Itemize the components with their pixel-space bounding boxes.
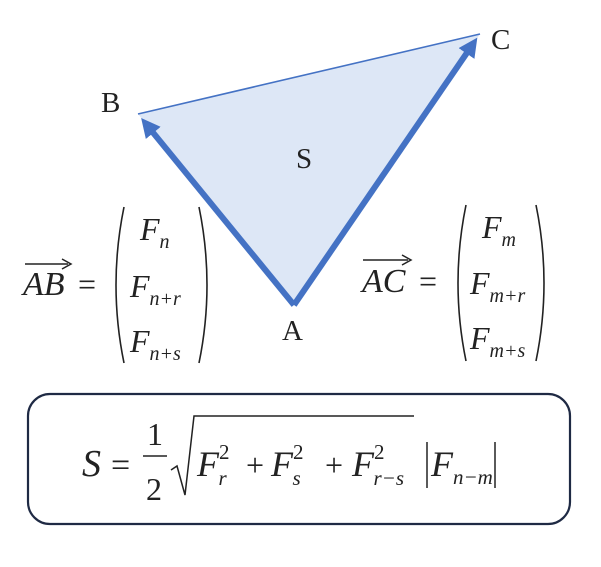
vector-ac-entry-1-base: F — [481, 209, 502, 245]
vector-ab-entry-1-sub: n — [160, 231, 170, 253]
formula-term-1-sup: 2 — [219, 440, 230, 464]
vector-ac-entry-3-sub: m+s — [490, 340, 526, 362]
vector-ab-equals: = — [78, 266, 96, 302]
vector-ac-name: AC — [360, 263, 406, 300]
formula-term-1-sub: r — [219, 466, 228, 490]
svg-text:F2s: F2s — [270, 440, 304, 490]
formula-term-3-sub: r−s — [374, 466, 405, 490]
vector-ab-overline-arrowhead — [61, 258, 73, 270]
formula-term-2-base: F — [270, 444, 294, 484]
formula-radical-sign — [170, 415, 414, 496]
vector-ac-entry-2-sub: m+r — [490, 285, 526, 307]
svg-text:Fn+r: Fn+r — [129, 268, 181, 310]
formula-plus-2: + — [325, 447, 343, 483]
vertex-label-b: B — [101, 87, 120, 119]
vector-ab-entry-2-base: F — [129, 268, 150, 304]
svg-text:Fn: Fn — [139, 211, 170, 253]
vector-ab-left-paren — [115, 206, 125, 364]
svg-text:Fn−m: Fn−m — [430, 444, 493, 489]
vector-ab-name: AB — [21, 266, 65, 303]
edge-bc — [137, 33, 481, 115]
formula-plus-1: + — [246, 447, 264, 483]
vector-ab-right-paren — [198, 206, 208, 364]
svg-text:F2r: F2r — [196, 440, 230, 490]
formula-box — [26, 392, 572, 526]
formula-abs-base: F — [430, 444, 454, 484]
vector-ac-entry-3-base: F — [469, 320, 490, 356]
vector-ac-right-paren — [535, 204, 545, 362]
vector-ab-entry-2-sub: n+r — [150, 288, 181, 310]
vertex-label-a: A — [282, 315, 303, 347]
vector-ac-arrow — [291, 37, 478, 307]
vector-ac-entry-1-sub: m — [502, 229, 516, 251]
area-label: S — [296, 143, 312, 175]
formula-term-2-sub: s — [293, 466, 301, 490]
formula-fraction-numerator: 1 — [147, 416, 163, 452]
vector-ac-definition: AC = Fm Fm+r Fm+s — [360, 204, 545, 362]
formula-term-3-base: F — [351, 444, 375, 484]
svg-text:Fm+r: Fm+r — [469, 265, 525, 307]
vector-ac-equals: = — [419, 263, 437, 299]
formula-abs-sub: n−m — [453, 465, 493, 489]
vector-ac-entry-2-base: F — [469, 265, 490, 301]
formula-term-2-sup: 2 — [293, 440, 304, 464]
formula-fraction-denominator: 2 — [146, 471, 162, 507]
formula-lhs: S — [82, 443, 101, 485]
vector-ac-left-paren — [457, 204, 467, 362]
vector-ab-entry-3-base: F — [129, 323, 150, 359]
svg-text:Fn+s: Fn+s — [129, 323, 181, 365]
vector-ab-entry-1-base: F — [139, 211, 160, 247]
vertex-label-c: C — [491, 24, 510, 56]
svg-text:Fm+s: Fm+s — [469, 320, 525, 362]
svg-text:F2r−s: F2r−s — [351, 440, 404, 490]
triangle-face — [138, 34, 480, 305]
vector-ab-arrow — [141, 118, 297, 307]
formula-term-3-sup: 2 — [374, 440, 385, 464]
vector-ac-overline-arrowhead — [401, 254, 413, 266]
vector-ab-entry-3-sub: n+s — [150, 343, 181, 365]
formula-equals: = — [111, 447, 130, 484]
svg-text:Fm: Fm — [481, 209, 516, 251]
formula-term-1-base: F — [196, 444, 220, 484]
vector-ab-definition: AB = Fn Fn+r Fn+s — [21, 206, 208, 365]
